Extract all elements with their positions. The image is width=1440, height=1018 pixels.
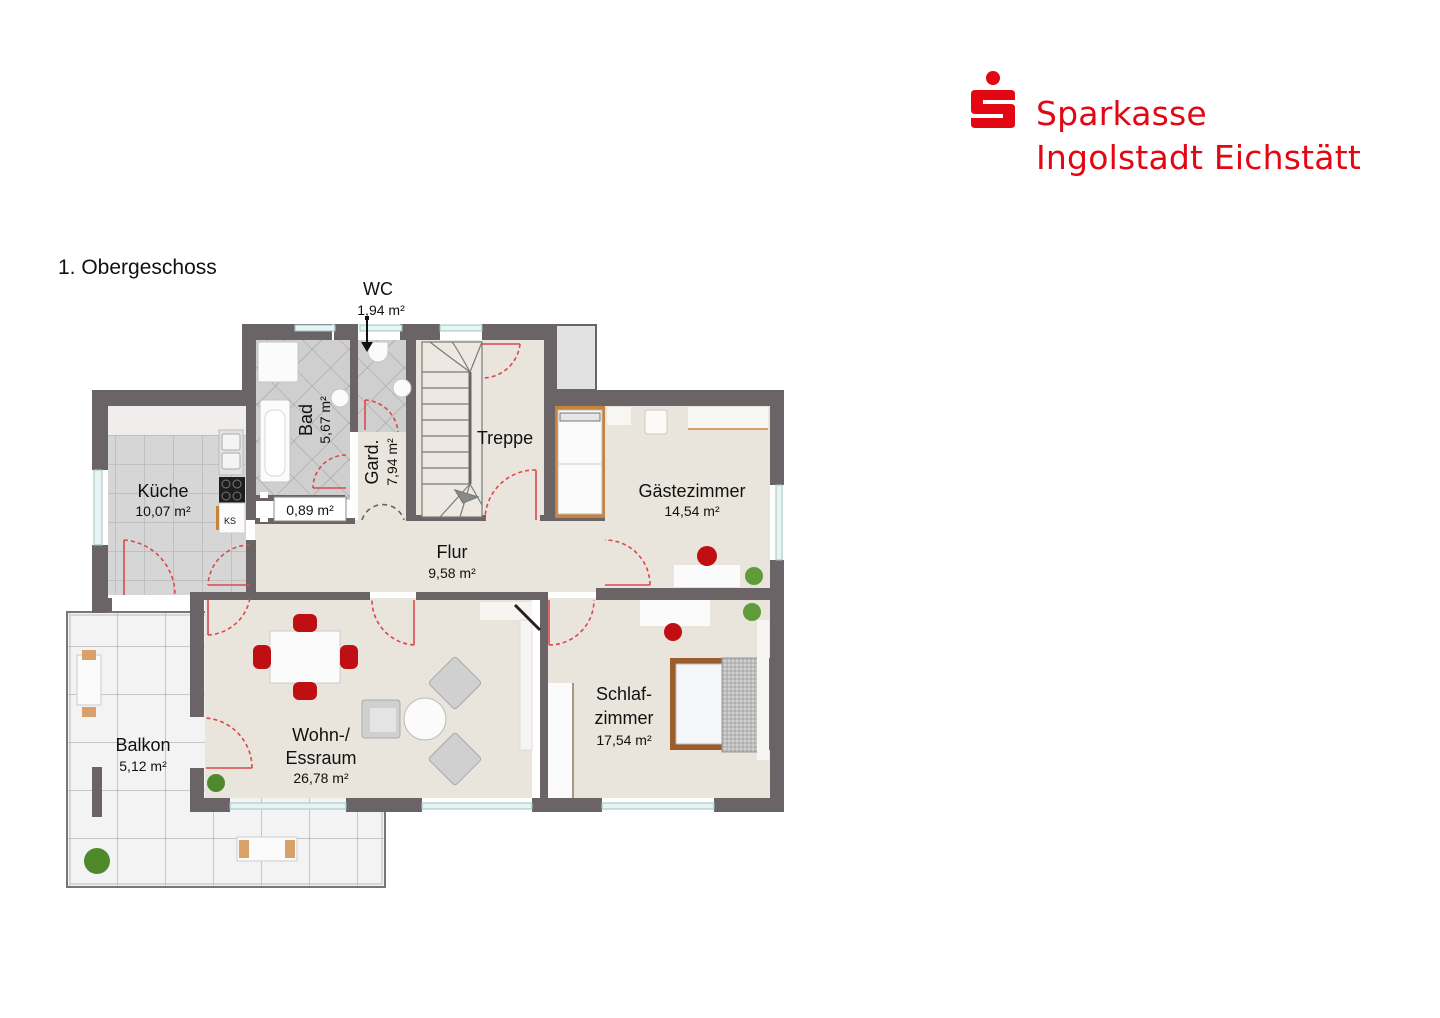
floor-title: 1. Obergeschoss [58,256,217,279]
doors [123,343,651,769]
kitchen-fixtures: KS [216,429,347,534]
staircase [421,341,483,518]
room-name-gard: Gard. [362,439,382,484]
room-area-gaestezimmer: 14,54 m² [664,503,720,519]
room-area-flur: 9,58 m² [428,565,476,581]
room-area-storage: 0,89 m² [286,502,334,518]
room-name-bad: Bad [296,404,316,436]
windows [93,324,783,810]
fridge-label: KS [224,516,236,526]
room-name-wc: WC [363,279,393,299]
balcony-furniture [76,650,298,874]
room-area-wc: 1,94 m² [357,302,405,318]
room-name-wohn: Wohn-/ [292,725,350,745]
sparkasse-s-icon [970,70,1016,130]
bathroom-fixtures [257,341,412,483]
living-furniture [207,602,542,792]
room-area-balkon: 5,12 m² [119,758,167,774]
logo-line2: Ingolstadt Eichstätt [1036,138,1361,177]
room-name-balkon: Balkon [115,735,170,755]
room-area-schlaf: 17,54 m² [596,732,652,748]
walls [92,324,784,812]
room-area-bad: 5,67 m² [317,396,333,444]
living-floor [205,598,532,798]
room-name-essraum: Essraum [285,748,356,768]
room-labels: WC 1,94 m² Bad 5,67 m² Gard. 7,94 m² Tre… [115,279,745,786]
room-name-kueche: Küche [137,481,188,501]
room-name-flur: Flur [437,542,468,562]
sparkasse-logo: Sparkasse Ingolstadt Eichstätt [970,70,1361,180]
room-name-schlaf: Schlaf- [596,684,652,704]
bedroom-furniture [548,600,770,798]
room-name-gaestezimmer: Gästezimmer [638,481,745,501]
logo-line1: Sparkasse [1036,94,1207,133]
room-name-treppe: Treppe [477,428,533,448]
room-name-zimmer: zimmer [595,708,654,728]
wc-arrow-icon [361,316,373,352]
room-area-gard: 7,94 m² [384,438,400,486]
room-area-kueche: 10,07 m² [135,503,191,519]
room-area-wohn: 26,78 m² [293,770,349,786]
guestroom-furniture [555,406,768,587]
